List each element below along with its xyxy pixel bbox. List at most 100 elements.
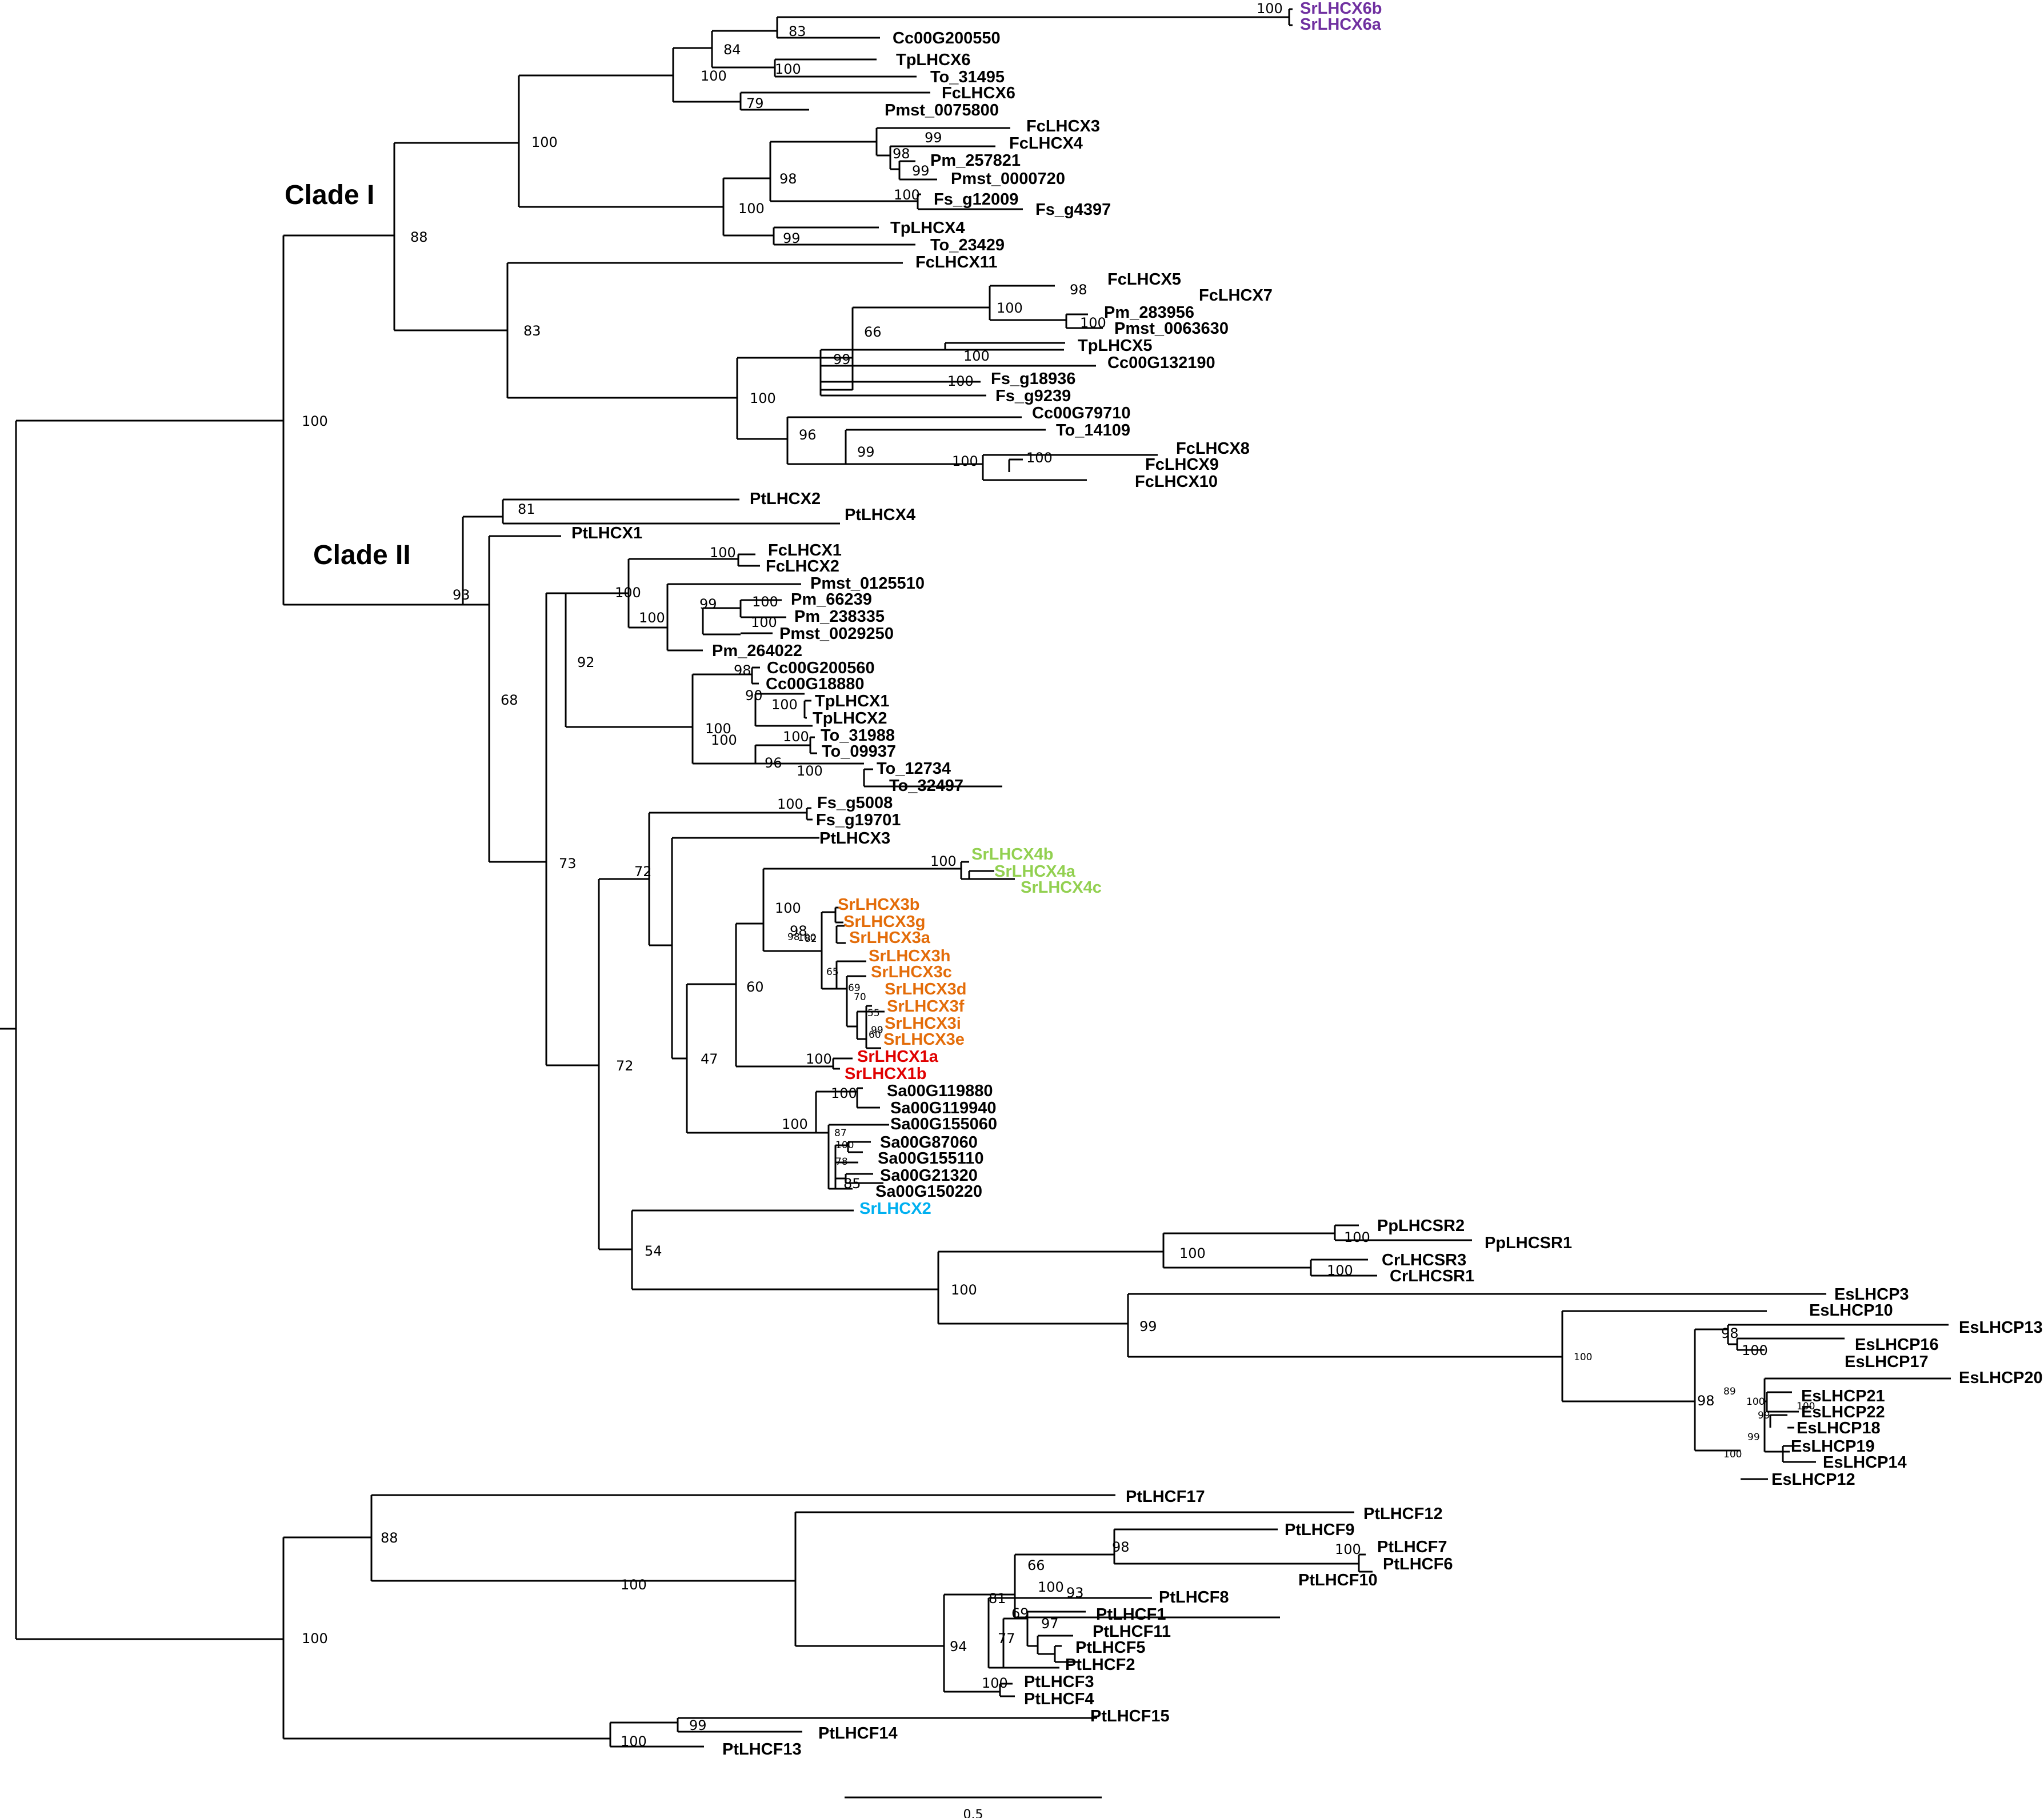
bootstrap-label: 96: [799, 427, 817, 443]
tip-label: PtLHCX4: [845, 506, 915, 524]
tip-label: EsLHCP18: [1797, 1419, 1881, 1437]
tip-label: FcLHCX1: [768, 541, 842, 560]
tip-label: Pm_257821: [930, 151, 1021, 170]
tip-label: SrLHCX1a: [857, 1048, 939, 1066]
bootstrap-label: 100: [798, 932, 816, 944]
tip-label: EsLHCP22: [1801, 1403, 1885, 1421]
tip-label: PtLHCF6: [1383, 1555, 1453, 1573]
bootstrap-label: 100: [1038, 1579, 1064, 1595]
tip-label: FcLHCX2: [766, 557, 839, 576]
tip-label: Cc00G79710: [1032, 404, 1131, 422]
tip-label: Sa00G119940: [890, 1099, 996, 1117]
bootstrap-label: 98: [790, 923, 807, 939]
tip-label: Pmst_0063630: [1114, 319, 1229, 338]
tip-label: SrLHCX4c: [1021, 878, 1102, 897]
tip-label: EsLHCP16: [1855, 1336, 1939, 1354]
tip-label: FcLHCX8: [1176, 439, 1250, 458]
bootstrap-label: 98: [787, 932, 800, 943]
bootstrap-label: 81: [989, 1591, 1006, 1607]
bootstrap-label: 100: [947, 373, 974, 389]
tip-label: To_31988: [821, 726, 895, 745]
bootstrap-label: 100: [1746, 1396, 1765, 1408]
tip-label: Fs_g12009: [934, 190, 1018, 209]
bootstrap-label: 100: [639, 610, 665, 626]
bootstrap-label: 60: [869, 1029, 881, 1041]
bootstrap-label: 100: [710, 545, 736, 561]
tip-label: Pmst_0125510: [810, 574, 925, 593]
bootstrap-label: 82: [805, 933, 817, 945]
tip-label: SrLHCX3d: [885, 980, 966, 998]
tip-label: PtLHCF4: [1024, 1690, 1094, 1708]
tip-label: FcLHCX6: [942, 84, 1015, 102]
bootstrap-label: 98: [893, 146, 910, 162]
tip-label: SrLHCX4a: [994, 862, 1076, 881]
bootstrap-label: 98: [734, 662, 751, 678]
bootstrap-label: 85: [843, 1176, 861, 1192]
tip-label: SrLHCX6a: [1300, 15, 1382, 34]
tip-label: EsLHCP3: [1834, 1285, 1909, 1304]
bootstrap-label: 88: [410, 229, 428, 245]
tip-label: SrLHCX2: [859, 1200, 931, 1218]
tip-label: PtLHCF13: [722, 1740, 802, 1759]
tip-label: PtLHCF1: [1096, 1605, 1166, 1624]
bootstrap-label: 98: [1697, 1393, 1715, 1409]
bootstrap-label: 100: [621, 1577, 647, 1593]
bootstrap-label: 100: [952, 453, 978, 469]
bootstrap-label: 100: [806, 1051, 832, 1067]
tip-label: EsLHCP12: [1771, 1471, 1855, 1489]
bootstrap-label: 100: [752, 594, 778, 610]
tip-label: FcLHCX9: [1145, 456, 1219, 474]
bootstrap-label: 69: [848, 982, 861, 994]
bootstrap-label: 100: [1179, 1245, 1206, 1261]
bootstrap-label: 100: [302, 413, 328, 429]
tip-label: TpLHCX4: [890, 219, 965, 237]
tip-label: FcLHCX3: [1026, 117, 1100, 135]
tip-label: Pm_264022: [712, 642, 802, 660]
bootstrap-label: 88: [381, 1530, 398, 1546]
tip-label: To_09937: [822, 742, 896, 761]
bootstrap-label: 100: [1335, 1541, 1361, 1557]
bootstrap-label: 100: [621, 1733, 647, 1749]
tip-label: PtLHCF9: [1285, 1521, 1354, 1539]
tip-label: Sa00G21320: [880, 1166, 978, 1185]
bootstrap-label: 100: [705, 721, 731, 737]
tip-label: FcLHCX4: [1009, 134, 1083, 153]
bootstrap-label: 100: [302, 1631, 328, 1647]
bootstrap-label: 72: [616, 1058, 634, 1074]
tip-label: Sa00G155110: [878, 1149, 983, 1168]
bootstrap-label: 100: [963, 348, 990, 364]
bootstrap-label: 100: [1344, 1229, 1370, 1245]
bootstrap-label: 100: [951, 1282, 977, 1298]
tip-labels: SrLHCX6bSrLHCX6aCc00G200550TpLHCX6To_314…: [571, 0, 2043, 1759]
bootstrap-label: 83: [523, 323, 541, 339]
bootstrap-label: 100: [831, 1085, 857, 1101]
bootstrap-label: 100: [771, 697, 798, 713]
tip-label: PtLHCF3: [1024, 1673, 1094, 1691]
bootstrap-label: 90: [745, 688, 763, 704]
tip-label: Cc00G18880: [766, 675, 865, 693]
tip-label: To_23429: [930, 236, 1005, 254]
bootstrap-label: 100: [1574, 1352, 1592, 1363]
bootstrap-label: 100: [1723, 1449, 1742, 1460]
tip-label: FcLHCX11: [915, 253, 997, 271]
bootstrap-label: 84: [723, 42, 741, 58]
tip-label: EsLHCP17: [1845, 1353, 1929, 1371]
tip-label: SrLHCX3e: [883, 1030, 965, 1049]
tip-label: To_14109: [1056, 421, 1130, 439]
bootstrap-label: 100: [783, 729, 809, 745]
bootstrap-label: 66: [864, 324, 882, 340]
tip-label: SrLHCX3g: [843, 913, 925, 931]
tip-label: Sa00G87060: [880, 1133, 978, 1152]
tip-label: SrLHCX3f: [887, 997, 965, 1016]
bootstrap-label: 99: [699, 596, 717, 612]
bootstrap-label: 99: [783, 230, 801, 246]
scale-bar: 0.5: [845, 1796, 1102, 1818]
tip-label: Cc00G200560: [767, 659, 875, 677]
bootstrap-label: 99: [1139, 1318, 1157, 1334]
tip-label: SrLHCX3c: [871, 963, 952, 981]
tree-branches: [0, 8, 1951, 1748]
tip-label: To_32497: [889, 777, 963, 795]
bootstrap-label: 92: [577, 654, 595, 670]
bootstrap-label: 73: [559, 856, 577, 872]
